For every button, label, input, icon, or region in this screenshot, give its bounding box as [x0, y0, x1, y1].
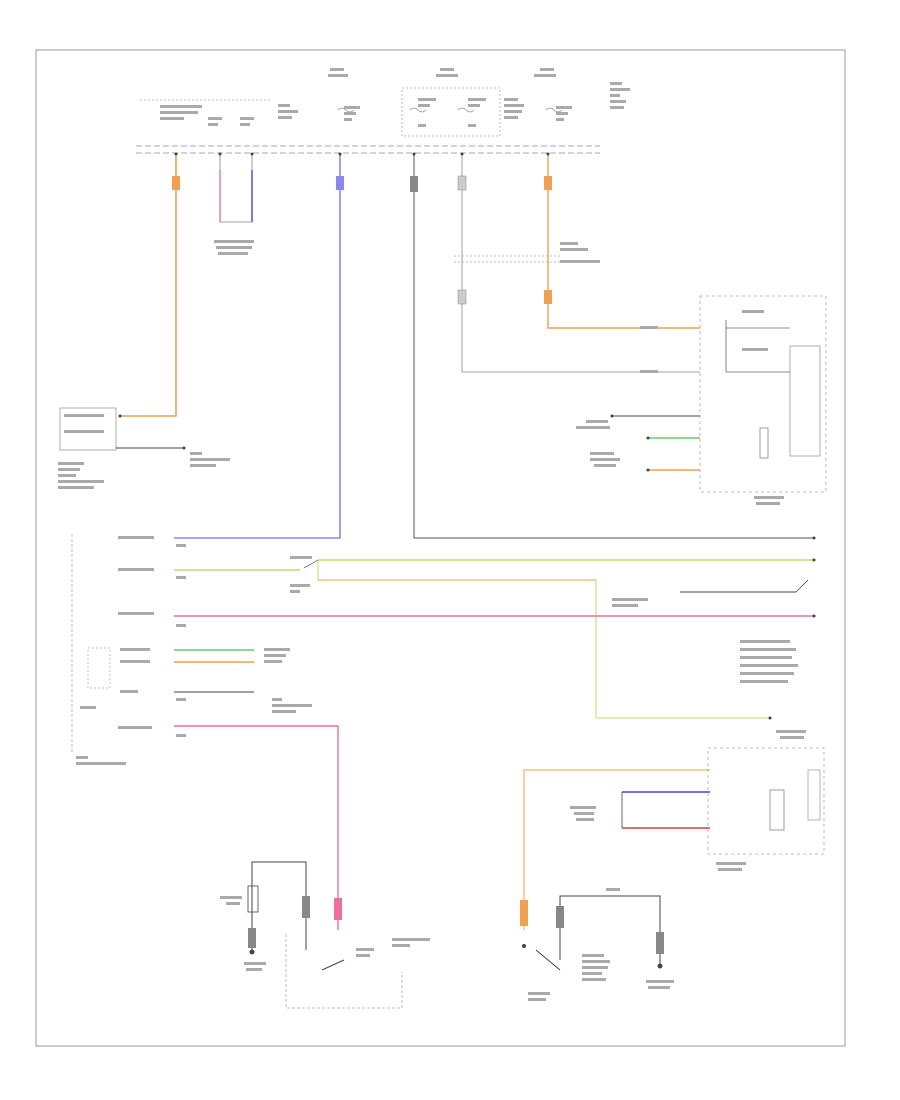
- lower-switches: [520, 888, 674, 1001]
- door-module: [523, 747, 825, 930]
- wire-orange-left: [120, 154, 180, 417]
- body-control-module: [71, 534, 126, 765]
- wire-gray: [454, 154, 700, 373]
- wire-violet: [174, 154, 344, 539]
- wire-black: [410, 154, 814, 539]
- wire-small-rows: [174, 579, 809, 693]
- junction-dots: [118, 152, 816, 720]
- wire-yellow-green: [174, 559, 814, 719]
- horn-circuit: [220, 861, 430, 1009]
- wire-orange-right: [544, 154, 700, 329]
- fuse-block: [136, 68, 630, 154]
- wire-pink-row: [174, 615, 814, 930]
- bcm-labels: [118, 536, 806, 739]
- cluster-inputs: [576, 415, 700, 471]
- wire-pink-blue-loop: [214, 154, 254, 255]
- diagram-border: [35, 49, 846, 1047]
- seat-belt-module: [58, 407, 230, 489]
- instrument-cluster: [640, 295, 827, 505]
